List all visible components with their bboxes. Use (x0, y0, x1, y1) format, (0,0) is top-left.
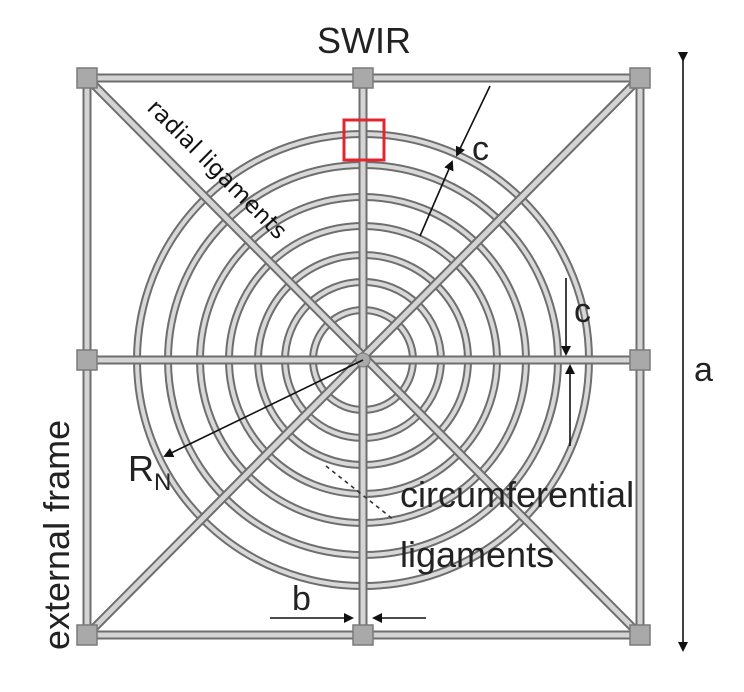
frame-node-8 (629, 624, 651, 646)
frame-node-3 (629, 67, 651, 89)
frame-node-4 (76, 349, 98, 371)
a-label: a (694, 351, 713, 389)
b-label: b (292, 580, 311, 618)
dimension-c-right-arrows (561, 278, 575, 446)
dimension-c-upper-arrows (419, 85, 491, 237)
rn-label-main: R (128, 448, 154, 489)
frame-nodes (76, 67, 651, 646)
frame-node-1 (76, 67, 98, 89)
circumferential-leader-line (325, 465, 395, 521)
rn-label-sub: N (154, 469, 171, 496)
highlight-box (342, 118, 386, 162)
radial-ligaments-label: radial ligaments (142, 95, 292, 245)
frame-node-5 (629, 349, 651, 371)
c-label-upper: c (472, 130, 489, 168)
external-frame-label: external frame (36, 420, 77, 650)
circumferential-label-line1: circumferential (400, 474, 634, 515)
frame-node-7 (352, 624, 374, 646)
radius-rn-arrow (163, 359, 364, 458)
frame-node-2 (352, 67, 374, 89)
frame-node-6 (76, 624, 98, 646)
swir-title: SWIR (317, 20, 411, 61)
rn-label: RN (128, 448, 171, 496)
c-label-right: c (574, 292, 591, 330)
circumferential-label-line2: ligaments (400, 534, 554, 575)
